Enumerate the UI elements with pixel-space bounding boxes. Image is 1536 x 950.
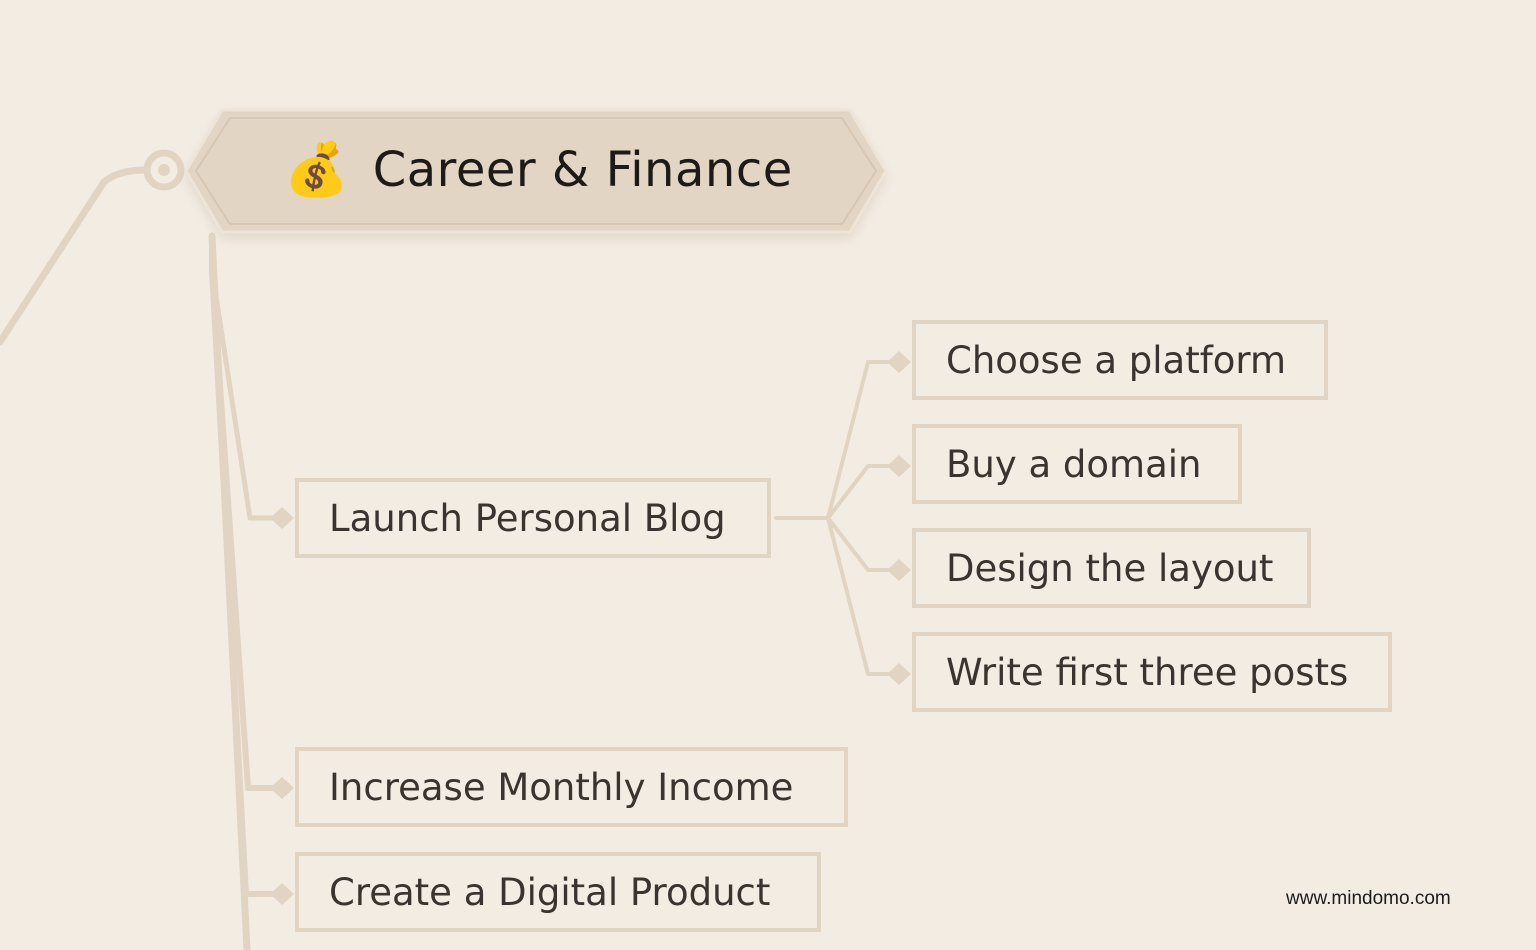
topic-label: Create a Digital Product: [329, 870, 771, 914]
branch-connector: [208, 232, 251, 950]
connector-diamond: [270, 883, 294, 905]
topic-label: Design the layout: [946, 546, 1274, 590]
topic-launch-personal-blog[interactable]: Launch Personal Blog: [295, 478, 771, 558]
topic-label: Write first three posts: [946, 650, 1349, 694]
watermark-link[interactable]: www.mindomo.com: [1286, 888, 1451, 909]
topic-create-a-digital-product[interactable]: Create a Digital Product: [295, 852, 821, 932]
central-topic[interactable]: 💰 Career & Finance: [184, 108, 888, 234]
topic-design-the-layout[interactable]: Design the layout: [912, 528, 1311, 608]
topic-choose-a-platform[interactable]: Choose a platform: [912, 320, 1328, 400]
topic-label: Launch Personal Blog: [329, 496, 726, 540]
connector-diamond: [887, 559, 911, 581]
connector-diamond: [887, 663, 911, 685]
branch-connector: [826, 516, 892, 676]
topic-label: Increase Monthly Income: [329, 765, 794, 809]
connector-diamond: [887, 455, 911, 477]
central-topic-shape: [184, 108, 888, 234]
collapse-toggle-icon[interactable]: [143, 149, 185, 191]
branch-connector: [826, 516, 892, 572]
central-topic-label: Career & Finance: [372, 142, 793, 198]
topic-label: Buy a domain: [946, 442, 1202, 486]
branch-connector: [826, 464, 892, 520]
topic-label: Choose a platform: [946, 338, 1287, 382]
money-bag-icon: 💰: [284, 140, 349, 200]
parent-connector: [0, 166, 150, 346]
branch-connector: [774, 360, 892, 520]
topic-write-first-three-posts[interactable]: Write first three posts: [912, 632, 1392, 712]
connector-diamond: [887, 351, 911, 373]
connector-diamond: [270, 777, 294, 799]
connector-diamond: [270, 507, 294, 529]
topic-buy-a-domain[interactable]: Buy a domain: [912, 424, 1242, 504]
topic-increase-monthly-income[interactable]: Increase Monthly Income: [295, 747, 848, 827]
